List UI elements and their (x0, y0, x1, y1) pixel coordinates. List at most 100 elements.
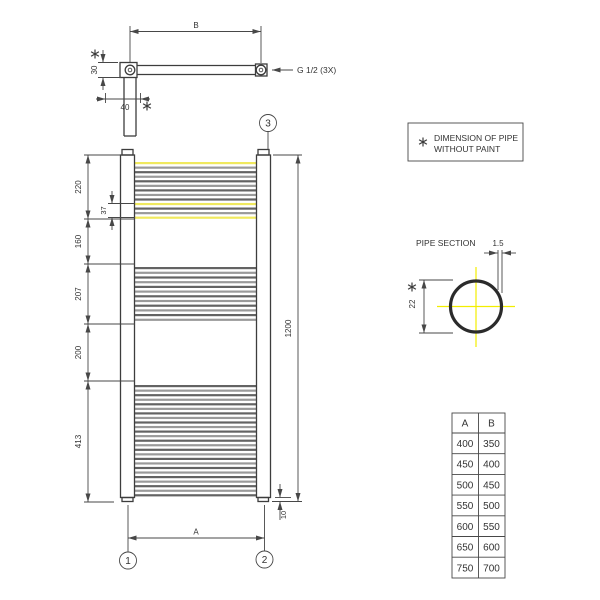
towel-bar (134, 175, 257, 178)
towel-bar (134, 281, 257, 284)
table-cell: 600 (483, 543, 500, 554)
no-paint-asterisk-icon (418, 136, 428, 148)
towel-bar (134, 412, 257, 415)
dim-label-wall: 1.5 (492, 239, 504, 248)
towel-bar (134, 267, 257, 270)
right-pipe-end (255, 64, 267, 76)
pipe-ring (448, 279, 504, 334)
towel-bar (134, 212, 257, 215)
towel-bar (134, 290, 257, 293)
towel-bar (134, 485, 257, 488)
left-pipe-end (124, 64, 136, 76)
towel-bar (134, 476, 257, 479)
towel-bar (134, 448, 257, 451)
dim-label-160: 160 (74, 234, 83, 248)
dim-label-37: 37 (99, 206, 108, 214)
towel-bar (134, 207, 257, 210)
table-cell: 750 (457, 564, 474, 575)
note-line2: WITHOUT PAINT (434, 144, 500, 154)
no-paint-asterisk-icon (142, 100, 152, 112)
top-view: B 30 40 G 1/2 (3X) (90, 21, 336, 137)
towel-bar (134, 166, 257, 169)
towel-bar (134, 304, 257, 307)
table-cell: 550 (483, 522, 500, 533)
towel-bar (134, 198, 257, 201)
dim-label-40: 40 (121, 103, 130, 112)
dim-label-1200: 1200 (284, 319, 293, 337)
balloon-2 (255, 550, 274, 569)
towel-bar (134, 271, 257, 274)
towel-bar (134, 285, 257, 288)
table-cell: 450 (457, 460, 474, 471)
right-pipe-bore (258, 67, 264, 73)
towel-bar (134, 444, 257, 447)
towel-bar (134, 471, 257, 474)
size-table: A B 400 350 450 400 500 450 550 500 600 … (451, 412, 506, 579)
balloon-3 (259, 114, 277, 132)
pipe-section: PIPE SECTION 22 1.5 (407, 238, 516, 347)
towel-bar (134, 385, 257, 388)
balloon-1-number: 1 (125, 556, 131, 567)
towel-bar (134, 462, 257, 465)
dim-label-30: 30 (90, 65, 99, 74)
table-cell: 500 (483, 501, 500, 512)
towel-bar (134, 299, 257, 303)
dim-label-220: 220 (74, 180, 83, 194)
towel-bar (134, 453, 257, 456)
no-paint-asterisk-icon (90, 48, 100, 60)
towel-bar (134, 276, 257, 279)
table-cell: 400 (457, 439, 474, 450)
towel-bar (134, 403, 257, 406)
towel-bar (134, 171, 257, 174)
table-header-a: A (462, 419, 469, 430)
dim-label-b: B (193, 21, 198, 30)
towel-bar (134, 318, 257, 321)
towel-bar (134, 398, 257, 401)
towel-bar (134, 193, 257, 197)
front-view: 220 160 207 200 413 37 1200 10 A 1 2 3 (74, 114, 302, 570)
table-cell: 600 (457, 522, 474, 533)
right-foot (257, 496, 270, 503)
balloon-2-number: 2 (262, 555, 268, 566)
table-cell: 400 (483, 460, 500, 471)
towel-bar (134, 425, 257, 429)
towel-bar (134, 162, 257, 165)
right-fitting (254, 63, 268, 77)
dim-label-a: A (193, 528, 199, 537)
dim-label-207: 207 (74, 287, 83, 301)
balloon-1 (119, 551, 137, 570)
table-cell: 350 (483, 439, 500, 450)
left-fitting (119, 61, 138, 79)
towel-bar (134, 180, 257, 183)
towel-bar (134, 184, 257, 187)
towel-bars (134, 162, 257, 497)
towel-bar (134, 421, 257, 424)
towel-bar (134, 416, 257, 420)
dim-label-200: 200 (74, 345, 83, 359)
no-paint-asterisk-icon (407, 281, 417, 293)
right-column (255, 154, 272, 499)
dim-label-10: 10 (279, 511, 288, 519)
table-cell: 450 (483, 480, 500, 491)
table-cell: 500 (457, 480, 474, 491)
towel-bar (134, 435, 257, 438)
towel-bar (134, 202, 257, 206)
towel-bar (134, 389, 257, 392)
dim-label-22: 22 (408, 299, 417, 308)
note-line1: DIMENSION OF PIPE (434, 133, 518, 143)
pipe-section-title: PIPE SECTION (416, 238, 476, 248)
towel-bar (134, 314, 257, 317)
towel-bar (134, 189, 257, 192)
right-column-cap (257, 148, 270, 156)
note-box-border (407, 122, 524, 162)
towel-bar (134, 394, 257, 397)
dim-label-413: 413 (74, 434, 83, 448)
left-column (119, 154, 136, 499)
towel-bar (134, 407, 257, 410)
table-header-b: B (488, 419, 495, 430)
note-box: DIMENSION OF PIPE WITHOUT PAINT (407, 122, 524, 162)
towel-bar (134, 430, 257, 433)
towel-bar (134, 295, 257, 298)
